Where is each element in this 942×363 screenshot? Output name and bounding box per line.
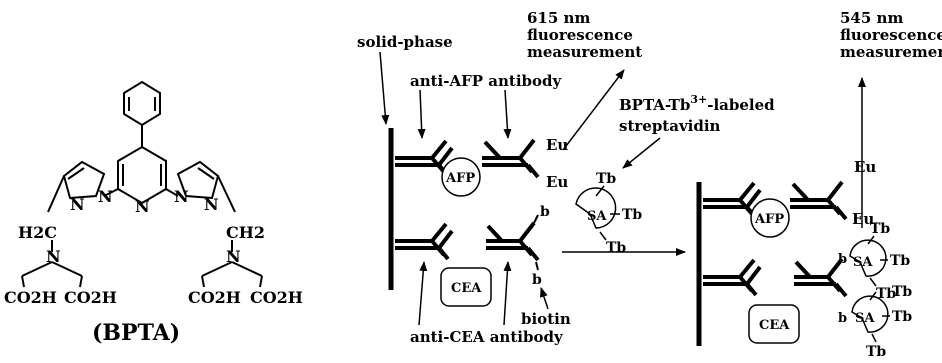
svg-text:Tb: Tb (606, 240, 626, 256)
right-amine-n-label: N (226, 247, 241, 266)
cea-label-left: CEA (451, 281, 482, 296)
fl615-line-1: 615 nm (527, 9, 590, 27)
eu-label-right-2: Eu (852, 210, 874, 228)
svg-text:Tb: Tb (892, 309, 912, 325)
bpta-atom-labels: N N N N N H2C CH2 N N CO2H CO2H CO2H CO2… (4, 187, 303, 307)
svg-text:b: b (838, 311, 847, 326)
svg-text:Tb: Tb (892, 284, 912, 300)
afp-antigen-right (750, 198, 790, 238)
fl615-line-3: measurement (527, 43, 642, 61)
left-pyrazole-n1-label: N (98, 187, 113, 206)
pyridine-ring (117, 145, 167, 205)
afp-sandwich-left (395, 138, 540, 179)
left-amine-n-label: N (46, 247, 61, 266)
streptavidin-shape-free (575, 187, 617, 229)
fl545-line-1: 545 nm (840, 9, 903, 27)
sa-tb-complex-bound-2: b SA Tb Tb Tb (838, 284, 912, 360)
biotin-label: biotin (521, 310, 571, 328)
right-ch2-label: CH2 (226, 223, 265, 242)
cea-antigen-right (748, 304, 800, 344)
capture-antibody-afp (395, 139, 448, 160)
anti-afp-label: anti-AFP antibody (410, 72, 563, 90)
afp-label-right: AFP (754, 212, 784, 227)
bpta-name: (BPTA) (92, 320, 180, 346)
right-pyrazole-n2-label: N (204, 195, 219, 214)
eu-label-left-2: Eu (546, 173, 568, 191)
svg-text:b: b (838, 252, 847, 267)
acid-label-1: CO2H (4, 288, 57, 307)
anti-cea-label: anti-CEA antibody (410, 328, 564, 346)
detection-antibody-cea (486, 224, 504, 243)
acid-label-4: CO2H (250, 288, 303, 307)
acid-label-3: CO2H (188, 288, 241, 307)
fl545-line-2: fluorescence (840, 26, 942, 44)
svg-text:SA: SA (853, 255, 873, 270)
svg-text:SA: SA (587, 209, 607, 224)
left-pyrazole-n2-label: N (70, 195, 85, 214)
cea-label-right: CEA (759, 318, 790, 333)
svg-text:Tb: Tb (622, 207, 642, 223)
acid-label-2: CO2H (64, 288, 117, 307)
left-pyrazole-ring (62, 160, 106, 200)
eu-label-left-1: Eu (546, 136, 568, 154)
svg-text:Tb: Tb (866, 344, 886, 360)
pyridine-n-label: N (135, 197, 150, 216)
afp-sandwich-right (703, 180, 848, 221)
cea-antigen-left (440, 267, 492, 307)
svg-text:SA: SA (855, 311, 875, 326)
emission-arrow-615 (562, 69, 625, 151)
svg-text:Tb: Tb (890, 253, 910, 269)
sa-tb-complex-bound-1: b SA Tb Tb Tb (838, 221, 910, 302)
biotin-b-label-1: b (540, 204, 550, 220)
eu-label-right-1: Eu (854, 158, 876, 176)
afp-label-left: AFP (445, 171, 475, 186)
detection-antibody-afp (483, 140, 502, 160)
cea-sandwich-right (703, 257, 848, 298)
bpta-tb-label: BPTA-Tb3+-labeled (619, 93, 775, 114)
right-pyrazole-ring (176, 160, 220, 200)
svg-text:Tb: Tb (876, 286, 896, 302)
left-ch2-label: H2C (18, 223, 57, 242)
cea-sandwich-left (395, 221, 540, 262)
right-pyrazole-n1-label: N (174, 187, 189, 206)
bpta-structure (21, 80, 263, 288)
fl545-line-3: measurement (840, 43, 942, 61)
streptavidin-label: streptavidin (619, 117, 721, 135)
afp-antigen-left (441, 157, 481, 197)
svg-text:Tb: Tb (596, 171, 616, 187)
fl615-line-2: fluorescence (527, 26, 633, 44)
sa-tb-complex-free: SA Tb Tb Tb (575, 171, 642, 256)
biotin-b-label-2: b (532, 272, 542, 288)
svg-text:Tb: Tb (870, 221, 890, 237)
capture-antibody-cea (395, 222, 448, 243)
solid-phase-label: solid-phase (357, 33, 453, 51)
